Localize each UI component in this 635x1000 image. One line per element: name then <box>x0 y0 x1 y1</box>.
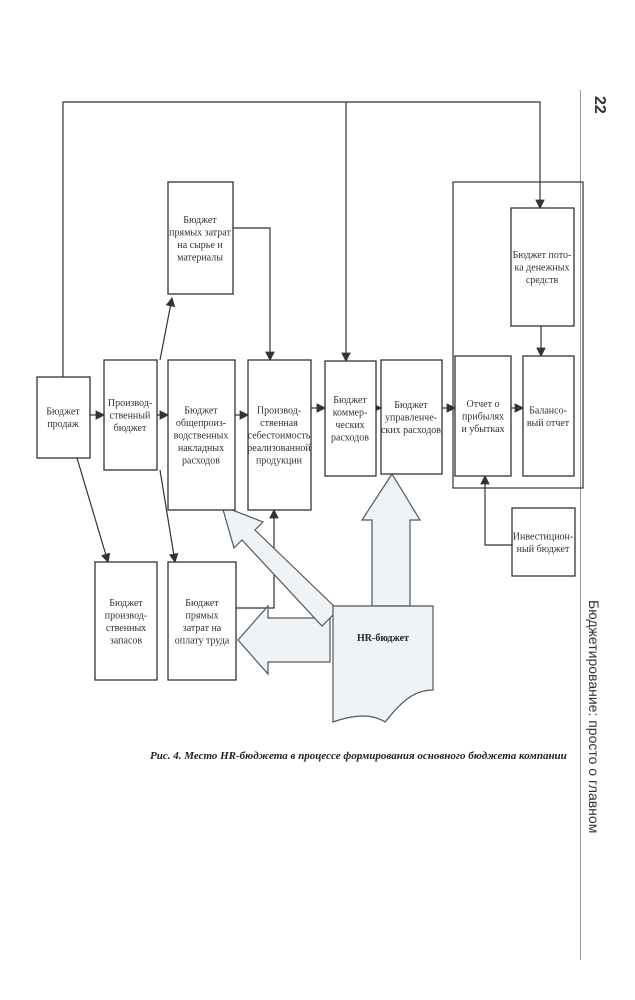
node-label-line: коммер- <box>333 407 368 418</box>
hr-influence-arrows <box>221 472 422 676</box>
node-label-line: Бюджет <box>394 400 428 411</box>
node-label-line: себестоимость <box>248 431 311 442</box>
node-label: Бюджет управленче-ских расходов <box>381 400 441 436</box>
node-label-line: вый отчет <box>527 418 570 429</box>
node-label-line: Бюджет <box>46 406 80 417</box>
financial-statements-frame <box>452 181 584 489</box>
node-label-line: Бюджет <box>184 406 218 417</box>
node-label-line: продукции <box>256 456 303 467</box>
node-hr-budget: HR-бюджет <box>332 605 434 723</box>
hr-arrow-to-administrative <box>360 472 422 607</box>
node-label-line: Производ- <box>257 406 301 417</box>
node-label-line: расходов <box>182 456 220 467</box>
node-label-line: Инвестицион- <box>513 531 573 542</box>
node-label: Бюджет продаж <box>46 406 80 430</box>
node-label-line: Бюджет <box>183 215 217 226</box>
node-label-line: прямых <box>186 610 219 621</box>
node-label-line: ственных <box>106 623 146 634</box>
figure-caption: Рис. 4. Место HR-бюджета в процессе форм… <box>150 750 567 762</box>
node-label-line: Балансо- <box>529 405 567 416</box>
node-sales-budget: Бюджет продаж <box>36 376 91 459</box>
node-label-line: реализованной <box>247 443 311 454</box>
page-edge-rule <box>580 90 581 960</box>
node-label-line: и убытках <box>461 424 504 435</box>
node-label-line: общепроиз- <box>176 418 226 429</box>
arrow-sales-to-inventory <box>76 457 111 564</box>
node-label-line: на сырье и <box>177 240 223 251</box>
page-number: 22 <box>591 96 608 114</box>
node-label-line: прибылях <box>462 412 504 423</box>
node-label-line: материалы <box>177 252 223 263</box>
node-administrative-budget: Бюджет управленче-ских расходов <box>380 359 443 475</box>
node-label-line: бюджет <box>114 423 147 434</box>
node-label-line: продаж <box>47 419 79 430</box>
node-label-line: ских расходов <box>381 425 441 436</box>
node-label-line: ственный <box>110 411 151 422</box>
node-label-line: расходов <box>331 432 369 443</box>
node-label-line: оплату труда <box>175 635 230 646</box>
node-label-line: Бюджет <box>185 598 219 609</box>
arrow-production-to-labor <box>159 469 179 564</box>
hr-arrow-to-overhead <box>221 505 339 627</box>
arrow-production-to-materials <box>159 296 176 361</box>
node-label-line: запасов <box>110 635 142 646</box>
node-label-line: ственная <box>260 418 298 429</box>
node-balance-sheet: Балансо-вый отчет <box>522 355 575 477</box>
arrow-labor-to-cost <box>236 508 279 609</box>
node-label-line: водственных <box>174 431 229 442</box>
node-label-line: Бюджет <box>333 395 367 406</box>
node-label-line: прямых затрат <box>169 227 231 238</box>
node-label: Балансо-вый отчет <box>527 405 570 429</box>
node-label-line: ка денежных <box>515 263 570 274</box>
node-label-line: управленче- <box>385 413 437 424</box>
node-label-line: Отчет о <box>467 399 500 410</box>
node-hr-budget-label: HR-бюджет <box>357 633 409 644</box>
running-title: Бюджетирование: просто о главном <box>586 600 602 834</box>
node-label-line: Производ- <box>108 398 152 409</box>
arrow-sales-to-cash-flow <box>62 101 545 377</box>
node-label-line: накладных <box>178 443 224 454</box>
node-label-line: затрат на <box>183 623 222 634</box>
arrow-materials-to-cost <box>233 227 275 362</box>
hr-arrow-to-labor <box>237 604 331 676</box>
node-label-line: ный бюджет <box>517 544 570 555</box>
node-label-line: производ- <box>105 610 147 621</box>
node-label-line: Бюджет пото- <box>513 250 572 261</box>
node-investment-budget: Инвестицион-ный бюджет <box>511 507 576 577</box>
node-label-line: средств <box>526 275 559 286</box>
connectors <box>62 101 546 609</box>
arrow-investment-to-pnl <box>480 474 512 546</box>
budget-flow-diagram: HR-бюджет Бюджет продаж Производ-ственный… <box>36 101 584 723</box>
node-label: Инвестицион-ный бюджет <box>513 531 573 555</box>
node-label-line: Бюджет <box>109 598 143 609</box>
node-label-line: ческих <box>335 420 364 431</box>
